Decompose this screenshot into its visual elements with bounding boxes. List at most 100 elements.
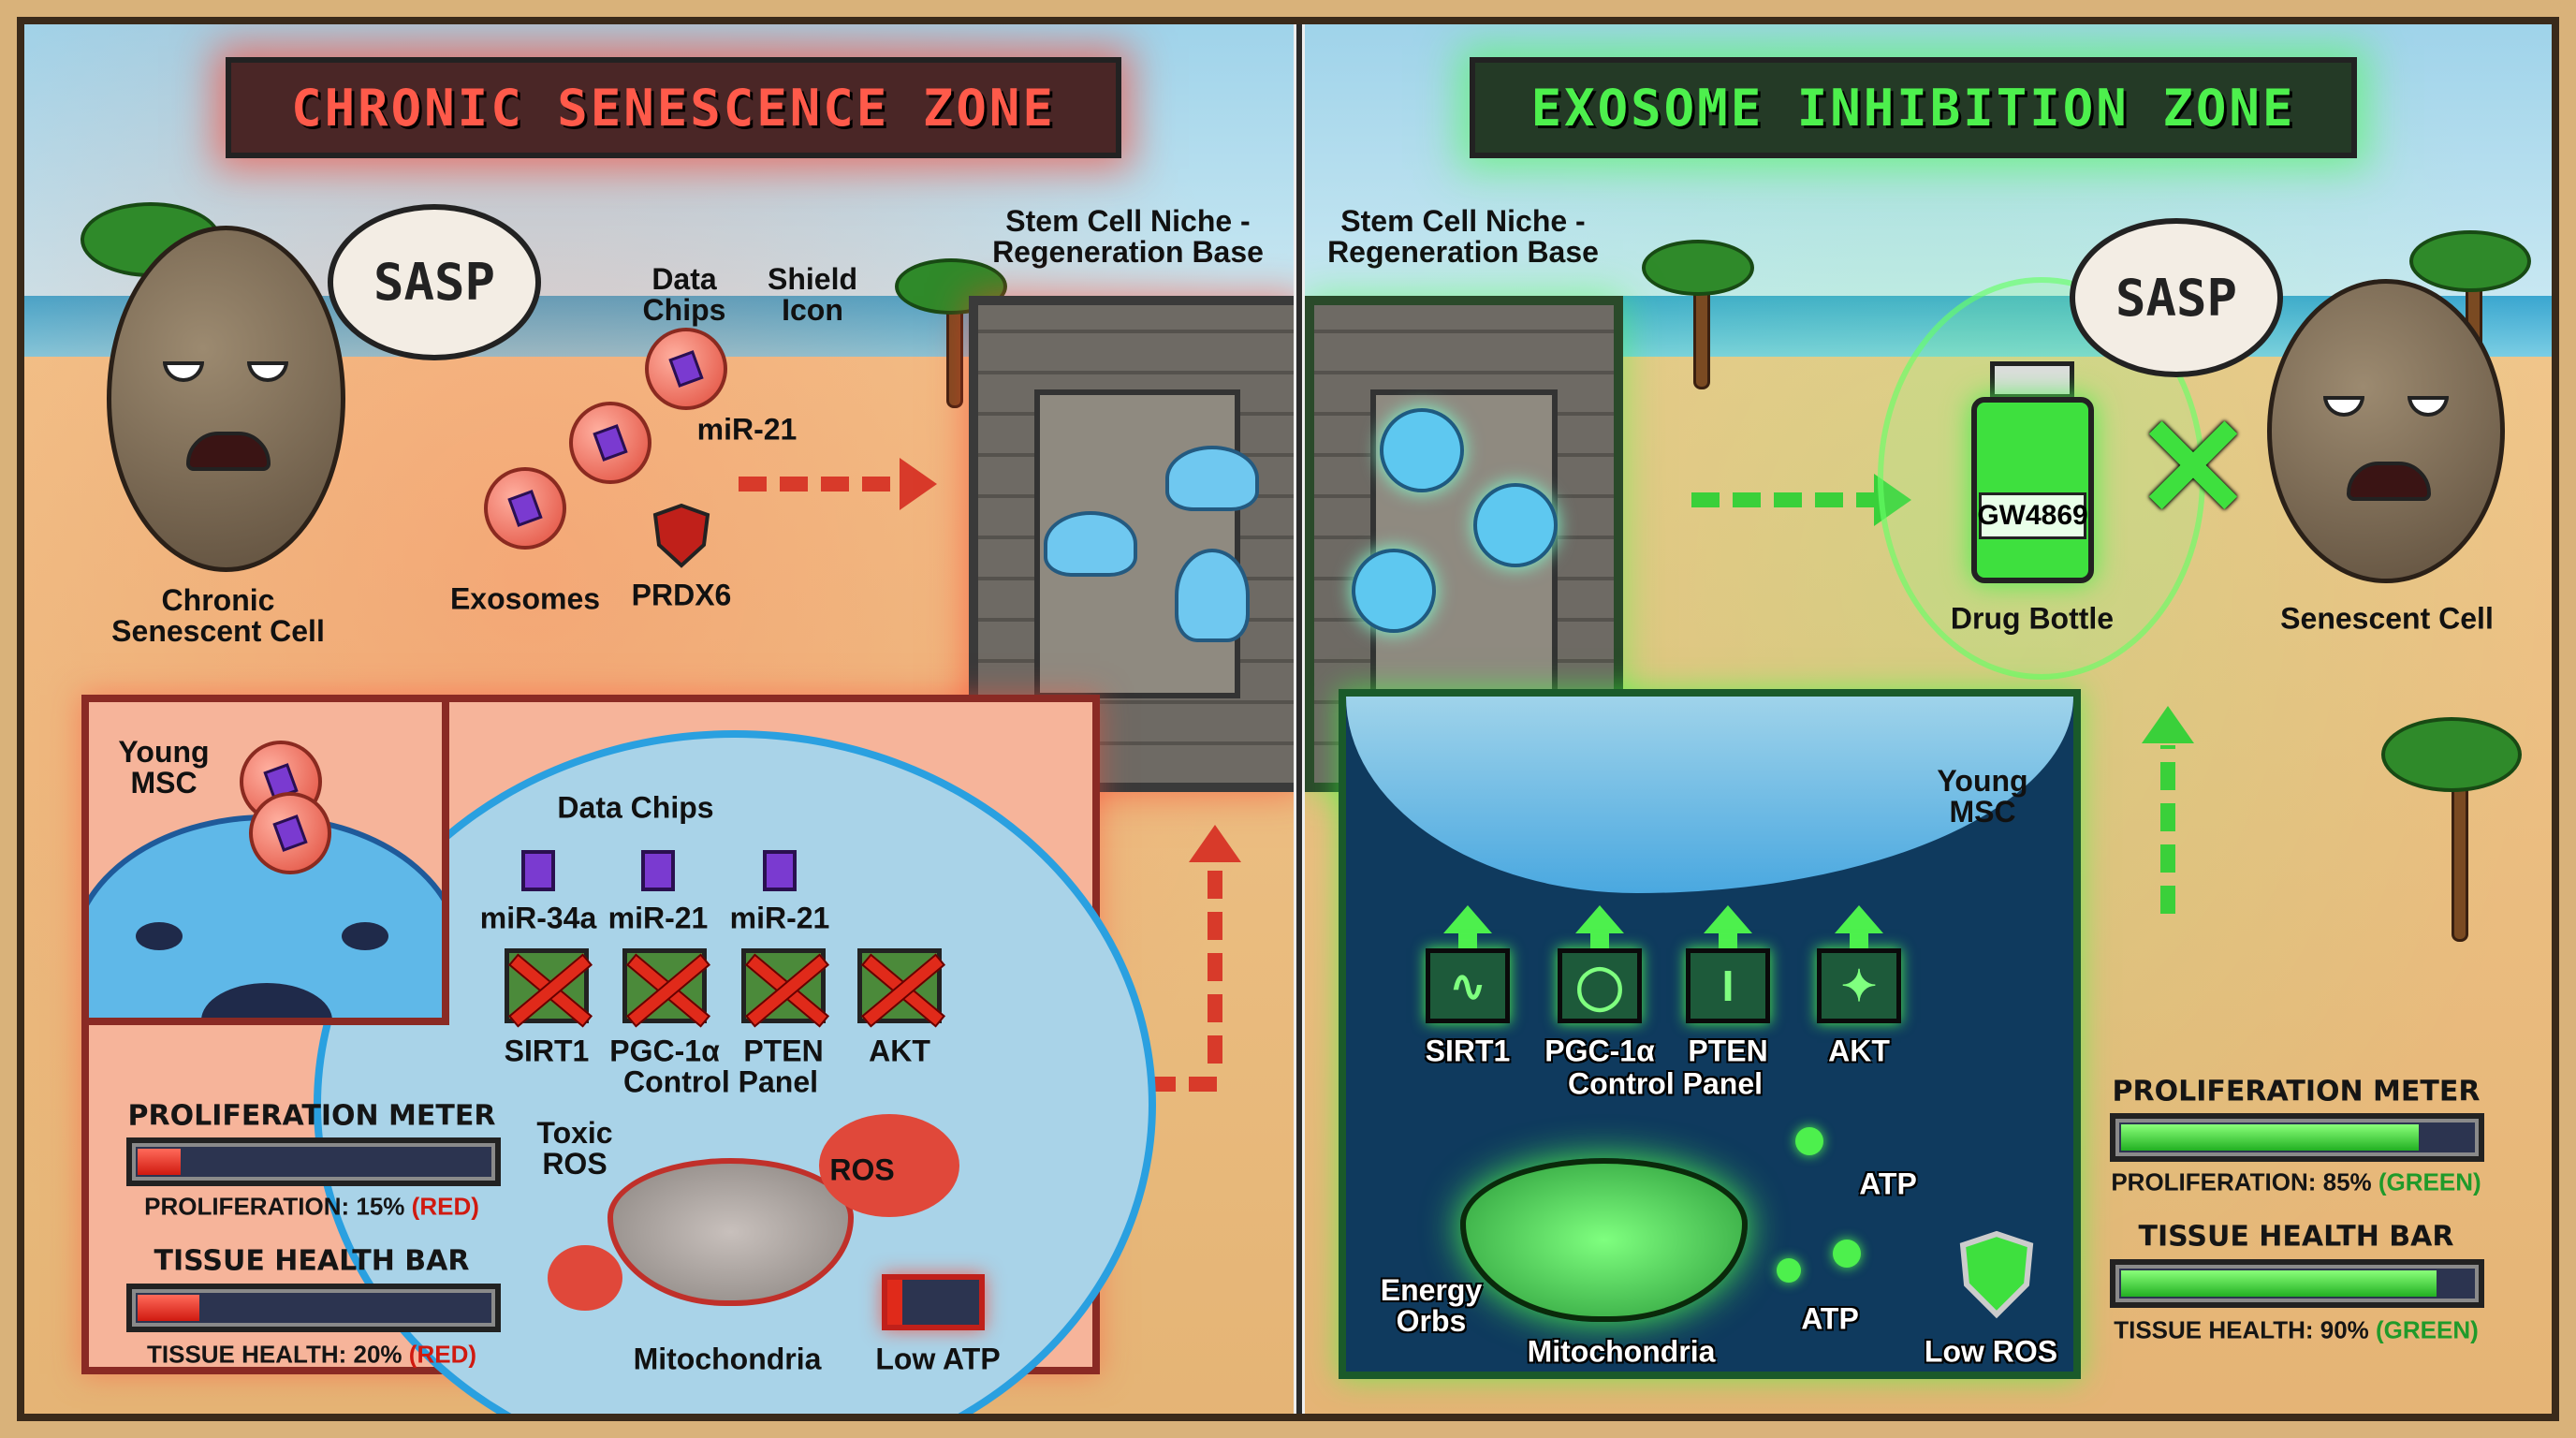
energy-orbs-label: Energy Orbs xyxy=(1380,1273,1483,1338)
young-msc-label: Young MSC xyxy=(118,735,210,800)
data-chip-icon xyxy=(763,850,797,891)
atp-label: ATP xyxy=(1801,1301,1859,1336)
proliferation-text: PROLIFERATION: 85% (GREEN) xyxy=(2111,1167,2481,1196)
zone-title-left: CHRONIC SENESCENCE ZONE xyxy=(226,57,1121,158)
arrow-up-icon xyxy=(1575,905,1624,952)
tissue-health-title: TISSUE HEALTH BAR xyxy=(2138,1220,2454,1254)
dashed-arrow xyxy=(739,477,907,492)
stem-cell-niche-label: Stem Cell Niche - Regeneration Base xyxy=(1327,204,1599,269)
control-label: AKT xyxy=(869,1034,930,1068)
chronic-senescent-cell xyxy=(107,226,345,572)
proliferation-meter xyxy=(2110,1113,2484,1162)
zone-title-right: EXOSOME INHIBITION ZONE xyxy=(1470,57,2357,158)
arrow-right-icon xyxy=(900,458,937,510)
mitochondria-label: Mitochondria xyxy=(1527,1334,1716,1369)
low-battery-icon xyxy=(882,1274,985,1330)
exosome xyxy=(569,402,651,484)
meter-fill xyxy=(138,1295,199,1321)
energy-orb-icon xyxy=(1833,1240,1861,1268)
zone-divider xyxy=(1294,24,1305,1414)
pillar-icon: I xyxy=(1686,948,1770,1023)
energy-orb-icon xyxy=(1777,1258,1801,1283)
sparkle-icon: ✦ xyxy=(1817,948,1901,1023)
toxic-ros-label: Toxic ROS xyxy=(536,1116,613,1181)
drug-bottle-label: Drug Bottle xyxy=(1950,601,2115,636)
blocked-control-pten xyxy=(741,948,826,1023)
data-chip-icon xyxy=(641,850,675,891)
control-panel-label: Control Panel xyxy=(1567,1066,1764,1101)
right-zone: EXOSOME INHIBITION ZONE Stem Cell Niche … xyxy=(1305,24,2552,1414)
arrow-up-icon xyxy=(1704,905,1752,952)
blocked-control-akt xyxy=(857,948,942,1023)
young-msc-panel-damaged: Young MSC Data Chips miR-34a miR-21 miR-… xyxy=(81,695,1156,1414)
proliferation-meter-title: PROLIFERATION METER xyxy=(2112,1075,2481,1108)
proliferation-meter-title: PROLIFERATION METER xyxy=(127,1099,496,1133)
sasp-speech-bubble: SASP xyxy=(2070,218,2283,377)
stem-cell-niche-label: Stem Cell Niche - Regeneration Base xyxy=(992,204,1264,269)
game-frame: CHRONIC SENESCENCE ZONE Chronic Senescen… xyxy=(17,17,2559,1421)
prdx6-label: PRDX6 xyxy=(631,578,732,612)
chip-label: miR-21 xyxy=(729,901,830,935)
ros-cloud xyxy=(819,1114,959,1217)
dashed-arrow xyxy=(1148,1077,1222,1092)
control-label: AKT xyxy=(1828,1034,1890,1068)
arrow-up-icon xyxy=(2142,706,2194,743)
tissue-health-bar xyxy=(2110,1259,2484,1308)
control-panel-label: Control Panel xyxy=(622,1064,819,1099)
mitochondria-label: Mitochondria xyxy=(633,1342,822,1376)
heartbeat-icon: ∿ xyxy=(1426,948,1510,1023)
ros-cloud xyxy=(548,1245,622,1311)
control-label: SIRT1 xyxy=(504,1034,590,1068)
data-chips-header: Data Chips xyxy=(557,790,714,825)
sasp-speech-bubble: SASP xyxy=(328,204,541,360)
dashed-arrow xyxy=(1691,492,1879,507)
exosome xyxy=(484,467,566,550)
dashed-arrow xyxy=(2160,745,2175,914)
control-label: PGC-1α xyxy=(609,1034,720,1068)
atp-label: ATP xyxy=(1859,1167,1917,1201)
arrow-up-icon xyxy=(1189,825,1241,862)
meter-fill xyxy=(138,1149,182,1175)
young-msc-panel-healthy: Young MSC ∿ ◯ I ✦ SIRT1 PGC-1α PTEN AKT … xyxy=(1339,689,2081,1379)
mir21-label: miR-21 xyxy=(696,412,798,447)
proliferation-meter xyxy=(126,1137,501,1186)
tissue-health-title: TISSUE HEALTH BAR xyxy=(154,1244,470,1278)
young-msc-inset: Young MSC xyxy=(89,702,449,1025)
senescent-cell-label: Senescent Cell xyxy=(2280,601,2494,636)
tissue-health-text: TISSUE HEALTH: 20% (RED) xyxy=(146,1340,477,1369)
low-atp-label: Low ATP xyxy=(875,1342,1001,1376)
tissue-health-text: TISSUE HEALTH: 90% (GREEN) xyxy=(2114,1315,2479,1344)
control-label: PTEN xyxy=(743,1034,824,1068)
meter-fill xyxy=(2121,1124,2419,1151)
control-label: SIRT1 xyxy=(1425,1034,1511,1068)
ros-label: ROS xyxy=(829,1152,895,1187)
control-label: PTEN xyxy=(1688,1034,1768,1068)
exosomes-label: Exosomes xyxy=(449,581,601,616)
cycle-icon: ◯ xyxy=(1558,948,1642,1023)
tissue-health-bar xyxy=(126,1284,501,1332)
prdx6-shield-icon xyxy=(652,503,710,568)
low-ros-shield-icon xyxy=(1959,1230,2034,1319)
drug-bottle-text: GW4869 xyxy=(1977,492,2088,539)
control-label: PGC-1α xyxy=(1544,1034,1655,1068)
low-ros-label: Low ROS xyxy=(1924,1334,2058,1369)
energy-orb-icon xyxy=(1795,1127,1823,1155)
chip-label: miR-21 xyxy=(607,901,709,935)
young-msc-label: Young MSC xyxy=(1937,764,2028,829)
blocked-control-sirt1 xyxy=(505,948,589,1023)
senescent-cell xyxy=(2267,279,2505,583)
blocked-x-icon: ✕ xyxy=(2134,389,2252,547)
arrow-up-icon xyxy=(1443,905,1492,952)
data-chips-label: Data Chips xyxy=(642,262,726,327)
left-zone: CHRONIC SENESCENCE ZONE Chronic Senescen… xyxy=(24,24,1294,1414)
proliferation-text: PROLIFERATION: 15% (RED) xyxy=(144,1192,479,1221)
drug-bottle-icon: GW4869 xyxy=(1971,361,2094,583)
mitochondria-damaged xyxy=(607,1158,854,1306)
dashed-arrow xyxy=(1208,858,1222,1064)
chip-label: miR-34a xyxy=(479,901,597,935)
exosome xyxy=(645,328,727,410)
shield-icon-label: Shield Icon xyxy=(767,262,858,327)
chronic-senescent-cell-label: Chronic Senescent Cell xyxy=(111,583,325,648)
meter-fill xyxy=(2121,1270,2437,1297)
data-chip-icon xyxy=(521,850,555,891)
